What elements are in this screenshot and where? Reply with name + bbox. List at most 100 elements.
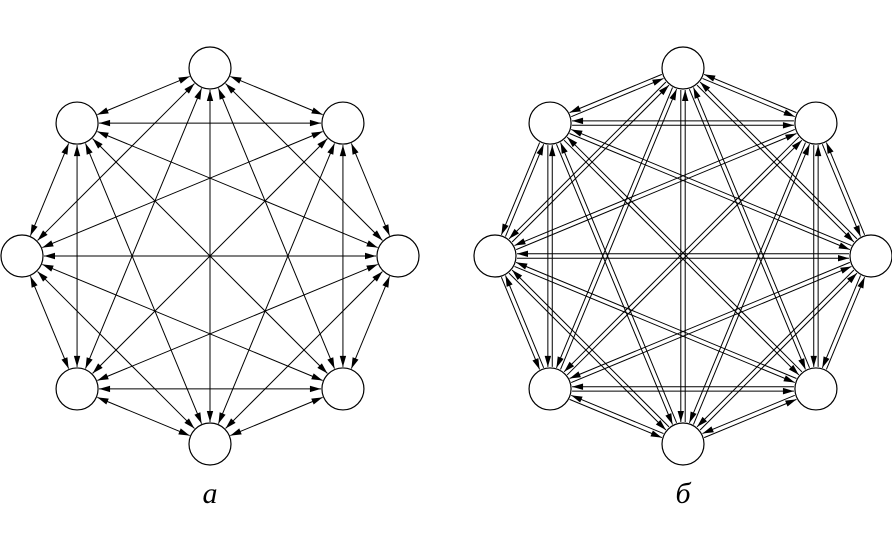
edge-2-5 bbox=[97, 263, 378, 381]
arrowhead-7-6 bbox=[501, 223, 509, 235]
edge-1-6 bbox=[514, 128, 795, 247]
arrowhead-6-1 bbox=[311, 131, 323, 139]
edge-4-1 bbox=[692, 144, 811, 425]
arrowhead-4-7 bbox=[560, 142, 568, 154]
edge-4-6 bbox=[511, 269, 670, 428]
caption-b: б bbox=[675, 477, 691, 510]
edge-0-1 bbox=[230, 75, 323, 116]
node-2 bbox=[849, 234, 892, 278]
arrowhead-3-0 bbox=[218, 88, 226, 100]
edge-2-3 bbox=[821, 275, 862, 368]
edge-3-0 bbox=[692, 87, 811, 368]
arrowhead-5-2 bbox=[840, 266, 852, 274]
edge-3-6 bbox=[42, 263, 323, 381]
complete-graph-a bbox=[0, 46, 420, 466]
arrowhead-0-6 bbox=[509, 228, 520, 239]
edge-7-0 bbox=[571, 77, 664, 118]
edge-6-7 bbox=[504, 144, 545, 237]
edge-4-5 bbox=[97, 396, 190, 437]
edge-1-2 bbox=[350, 143, 391, 236]
arrowhead-4-5 bbox=[97, 397, 109, 405]
arrowhead-6-3 bbox=[783, 375, 795, 383]
arrowhead-6-5 bbox=[532, 358, 540, 370]
arrowhead-1-5 bbox=[564, 361, 575, 372]
arrowhead-6-4 bbox=[655, 419, 666, 430]
edge-0-3 bbox=[688, 88, 806, 370]
edge-1-5 bbox=[563, 136, 800, 373]
edge-0-7 bbox=[97, 75, 190, 116]
node-7 bbox=[528, 101, 572, 145]
node-4 bbox=[661, 422, 705, 466]
arrowhead-3-7 bbox=[92, 138, 103, 149]
arrowhead-5-7 bbox=[73, 145, 81, 157]
arrowhead-3-1 bbox=[339, 145, 347, 157]
arrowhead-5-0 bbox=[194, 88, 202, 100]
arrowhead-0-4 bbox=[206, 411, 214, 422]
node-1 bbox=[794, 101, 838, 145]
edges-group bbox=[29, 75, 391, 437]
arrowhead-3-2 bbox=[382, 276, 390, 288]
edge-3-2 bbox=[825, 276, 866, 370]
arrowhead-4-3 bbox=[785, 399, 797, 407]
edge-0-1 bbox=[702, 77, 795, 118]
arrowhead-0-3 bbox=[798, 358, 806, 370]
arrowhead-4-2 bbox=[372, 271, 383, 282]
edge-4-7 bbox=[85, 143, 203, 424]
edge-0-6 bbox=[508, 81, 667, 240]
arrowhead-2-6 bbox=[44, 252, 55, 260]
complete-graph-b bbox=[473, 46, 892, 466]
arrowhead-2-7 bbox=[97, 131, 109, 139]
edge-5-1 bbox=[566, 139, 803, 376]
edge-2-7 bbox=[571, 128, 852, 247]
arrowhead-2-3 bbox=[351, 357, 359, 369]
arrowhead-3-6 bbox=[516, 262, 528, 270]
arrowhead-4-7 bbox=[85, 143, 93, 155]
arrowhead-7-5 bbox=[73, 355, 81, 367]
edge-6-1 bbox=[515, 133, 797, 251]
node-4 bbox=[188, 422, 232, 466]
edge-3-7 bbox=[566, 136, 803, 373]
arrowhead-3-6 bbox=[42, 264, 54, 272]
arrowhead-5-6 bbox=[505, 275, 513, 287]
arrowhead-5-0 bbox=[669, 89, 677, 101]
edge-4-7 bbox=[560, 142, 678, 424]
arrowhead-5-3 bbox=[309, 385, 321, 393]
edge-3-4 bbox=[230, 396, 323, 437]
edge-7-4 bbox=[555, 144, 674, 425]
edge-1-4 bbox=[217, 143, 335, 424]
arrowhead-6-2 bbox=[365, 252, 376, 260]
node-6 bbox=[0, 234, 44, 278]
arrowhead-2-0 bbox=[225, 83, 236, 94]
edge-1-4 bbox=[688, 142, 806, 424]
arrowhead-2-5 bbox=[569, 371, 581, 379]
arrowhead-0-7 bbox=[569, 105, 581, 113]
arrowhead-6-3 bbox=[311, 373, 323, 381]
arrowhead-6-4 bbox=[184, 418, 195, 429]
edge-5-4 bbox=[569, 398, 663, 439]
node-7 bbox=[55, 101, 99, 145]
arrowhead-3-5 bbox=[572, 383, 584, 390]
arrowhead-1-7 bbox=[572, 117, 584, 125]
arrowhead-0-5 bbox=[85, 357, 93, 369]
arrowhead-1-3 bbox=[810, 355, 817, 367]
arrowhead-0-7 bbox=[97, 107, 109, 115]
node-0 bbox=[661, 46, 705, 90]
edge-0-2 bbox=[696, 84, 855, 243]
edge-2-0 bbox=[699, 81, 858, 240]
arrowhead-6-1 bbox=[785, 133, 797, 141]
edge-0-3 bbox=[217, 88, 335, 369]
arrowhead-5-1 bbox=[791, 140, 802, 151]
arrowhead-5-2 bbox=[366, 264, 378, 272]
arrowhead-4-1 bbox=[327, 143, 335, 155]
arrowhead-0-2 bbox=[843, 231, 854, 242]
edge-0-5 bbox=[555, 87, 674, 368]
node-5 bbox=[55, 367, 99, 411]
node-3 bbox=[794, 367, 838, 411]
arrowhead-2-0 bbox=[700, 82, 711, 93]
arrowhead-1-4 bbox=[218, 412, 226, 424]
arrowhead-7-2 bbox=[838, 242, 850, 250]
arrowhead-6-0 bbox=[184, 83, 195, 94]
arrowhead-4-5 bbox=[571, 395, 583, 403]
nodes-group bbox=[0, 46, 420, 466]
